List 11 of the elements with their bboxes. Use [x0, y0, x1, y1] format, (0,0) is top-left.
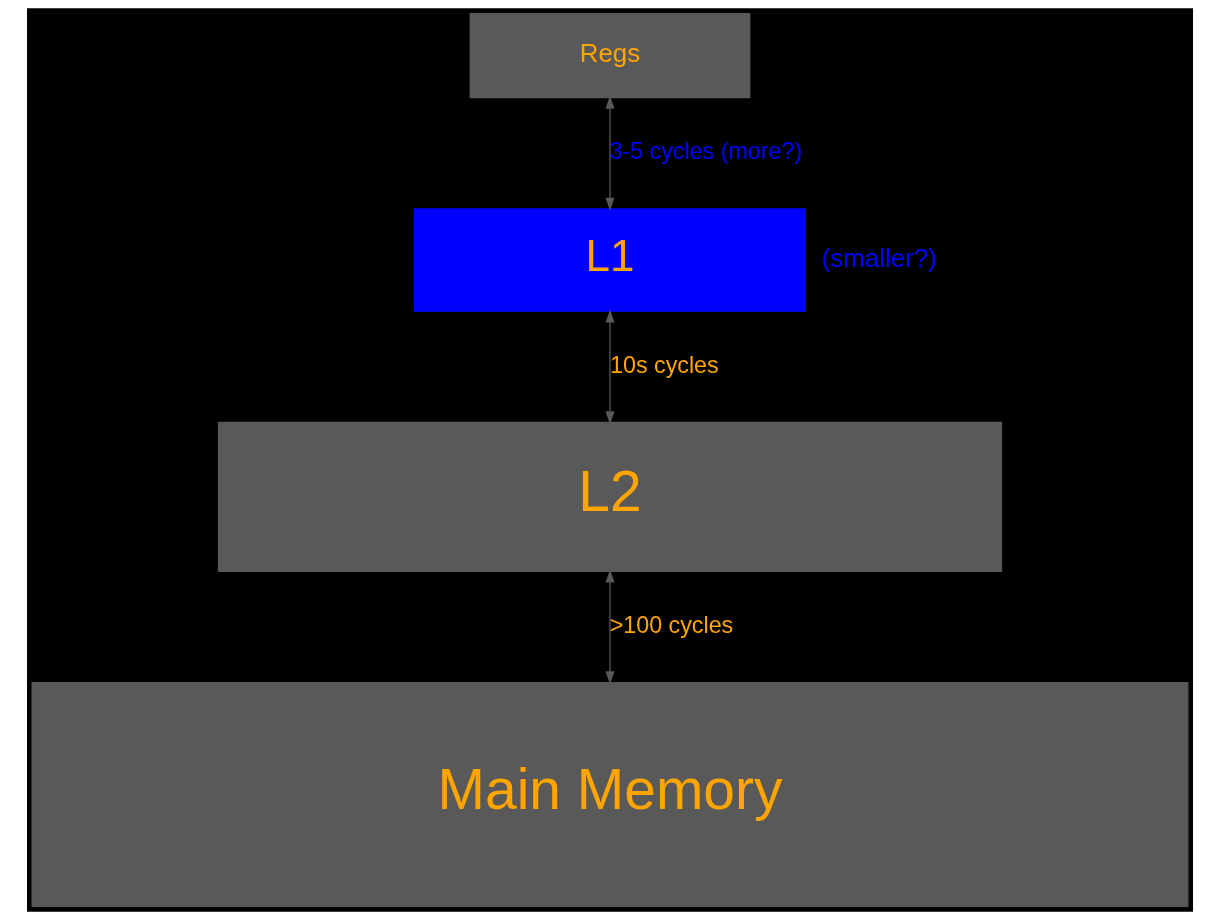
node-box: Regs	[469, 12, 751, 99]
node-box: L2	[217, 421, 1003, 572]
arrow	[605, 309, 615, 425]
node-label: (smaller?)	[821, 243, 937, 272]
edge-label: 10s cycles	[610, 351, 719, 378]
node-box: Main Memory	[31, 681, 1189, 908]
edge-label: 3-5 cycles (more?)	[609, 137, 803, 164]
edge-label: >100 cycles	[609, 611, 734, 638]
arrow	[605, 95, 615, 211]
node-box: L1	[413, 208, 807, 312]
arrow	[605, 569, 615, 685]
